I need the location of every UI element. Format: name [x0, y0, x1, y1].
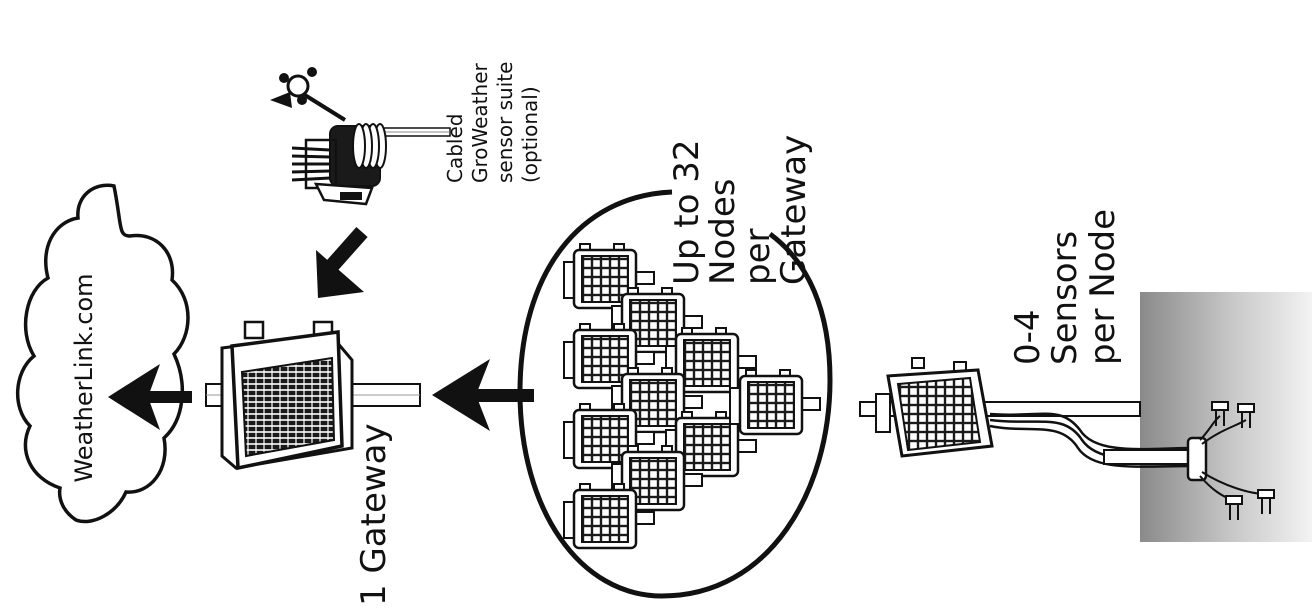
gateway-enclosure-icon: [205, 320, 421, 471]
soil-sensor-icon: [1103, 401, 1275, 520]
weather-station-icon: [270, 67, 451, 206]
nodes-group-outline: [517, 189, 833, 599]
nodes-label: Up to 32 Nodes per Gateway: [667, 134, 815, 285]
node-cluster: [562, 242, 822, 550]
cloud-icon: [16, 183, 190, 524]
solar-node-icon: [728, 368, 822, 436]
gateway-label: 1 Gateway: [354, 423, 394, 606]
sensors-label: 0-4 Sensors per Node: [1008, 208, 1123, 365]
solar-node-icon: [859, 357, 1193, 468]
arrow-icon: [316, 227, 368, 298]
sensor-suite-label: Cabled GroWeather sensor suite (optional…: [443, 61, 542, 183]
arrow-icon: [108, 364, 192, 430]
cloud-label: WeatherLink.com: [70, 273, 98, 483]
